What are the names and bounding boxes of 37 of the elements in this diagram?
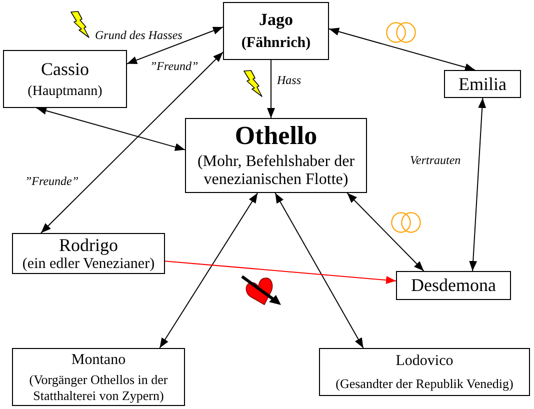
character-box	[12, 233, 165, 274]
double-arrow	[274, 192, 364, 348]
arrow	[164, 260, 396, 284]
character-box	[3, 50, 127, 108]
character-box	[223, 2, 329, 60]
double-arrow	[346, 192, 424, 272]
edge-label: Grund des Hasses	[95, 28, 182, 42]
double-arrow	[159, 192, 258, 348]
character-description: (Gesandter der Republik Venedig)	[336, 376, 514, 392]
character-name: Othello	[234, 122, 318, 150]
character-box	[396, 271, 511, 300]
edge-label: Hass	[277, 73, 302, 87]
character-description: (Mohr, Befehlshaber der venezianischen Flotte)	[196, 153, 356, 189]
arrow	[267, 60, 275, 118]
double-arrow	[36, 106, 186, 151]
double-arrow	[469, 98, 486, 272]
character-name: Rodrigo	[58, 234, 118, 254]
character-box	[185, 118, 367, 193]
character-name: Lodovico	[396, 352, 454, 370]
character-name: Emilia	[458, 74, 506, 94]
character-box	[319, 348, 530, 396]
double-arrow	[328, 28, 476, 72]
double-arrow	[40, 52, 224, 234]
character-box	[444, 70, 521, 98]
relation-label: ”Freund”	[150, 59, 198, 73]
double-arrow	[126, 26, 224, 64]
character-description: (Fähnrich)	[241, 34, 311, 52]
character-name: Cassio	[40, 58, 89, 80]
edge-label: Vertrauten	[410, 153, 461, 167]
character-name: Desdemona	[411, 275, 496, 296]
character-description: (Hauptmann)	[28, 82, 102, 100]
character-name: Jago	[259, 10, 293, 30]
edge-label: ”Freunde”	[25, 174, 79, 188]
character-box	[12, 348, 185, 406]
character-name: Montano	[71, 350, 126, 368]
character-description: (Vorgänger Othellos in der Statthalterei von Zypern)	[28, 372, 169, 404]
character-description: (ein edler Venezianer)	[22, 256, 155, 272]
